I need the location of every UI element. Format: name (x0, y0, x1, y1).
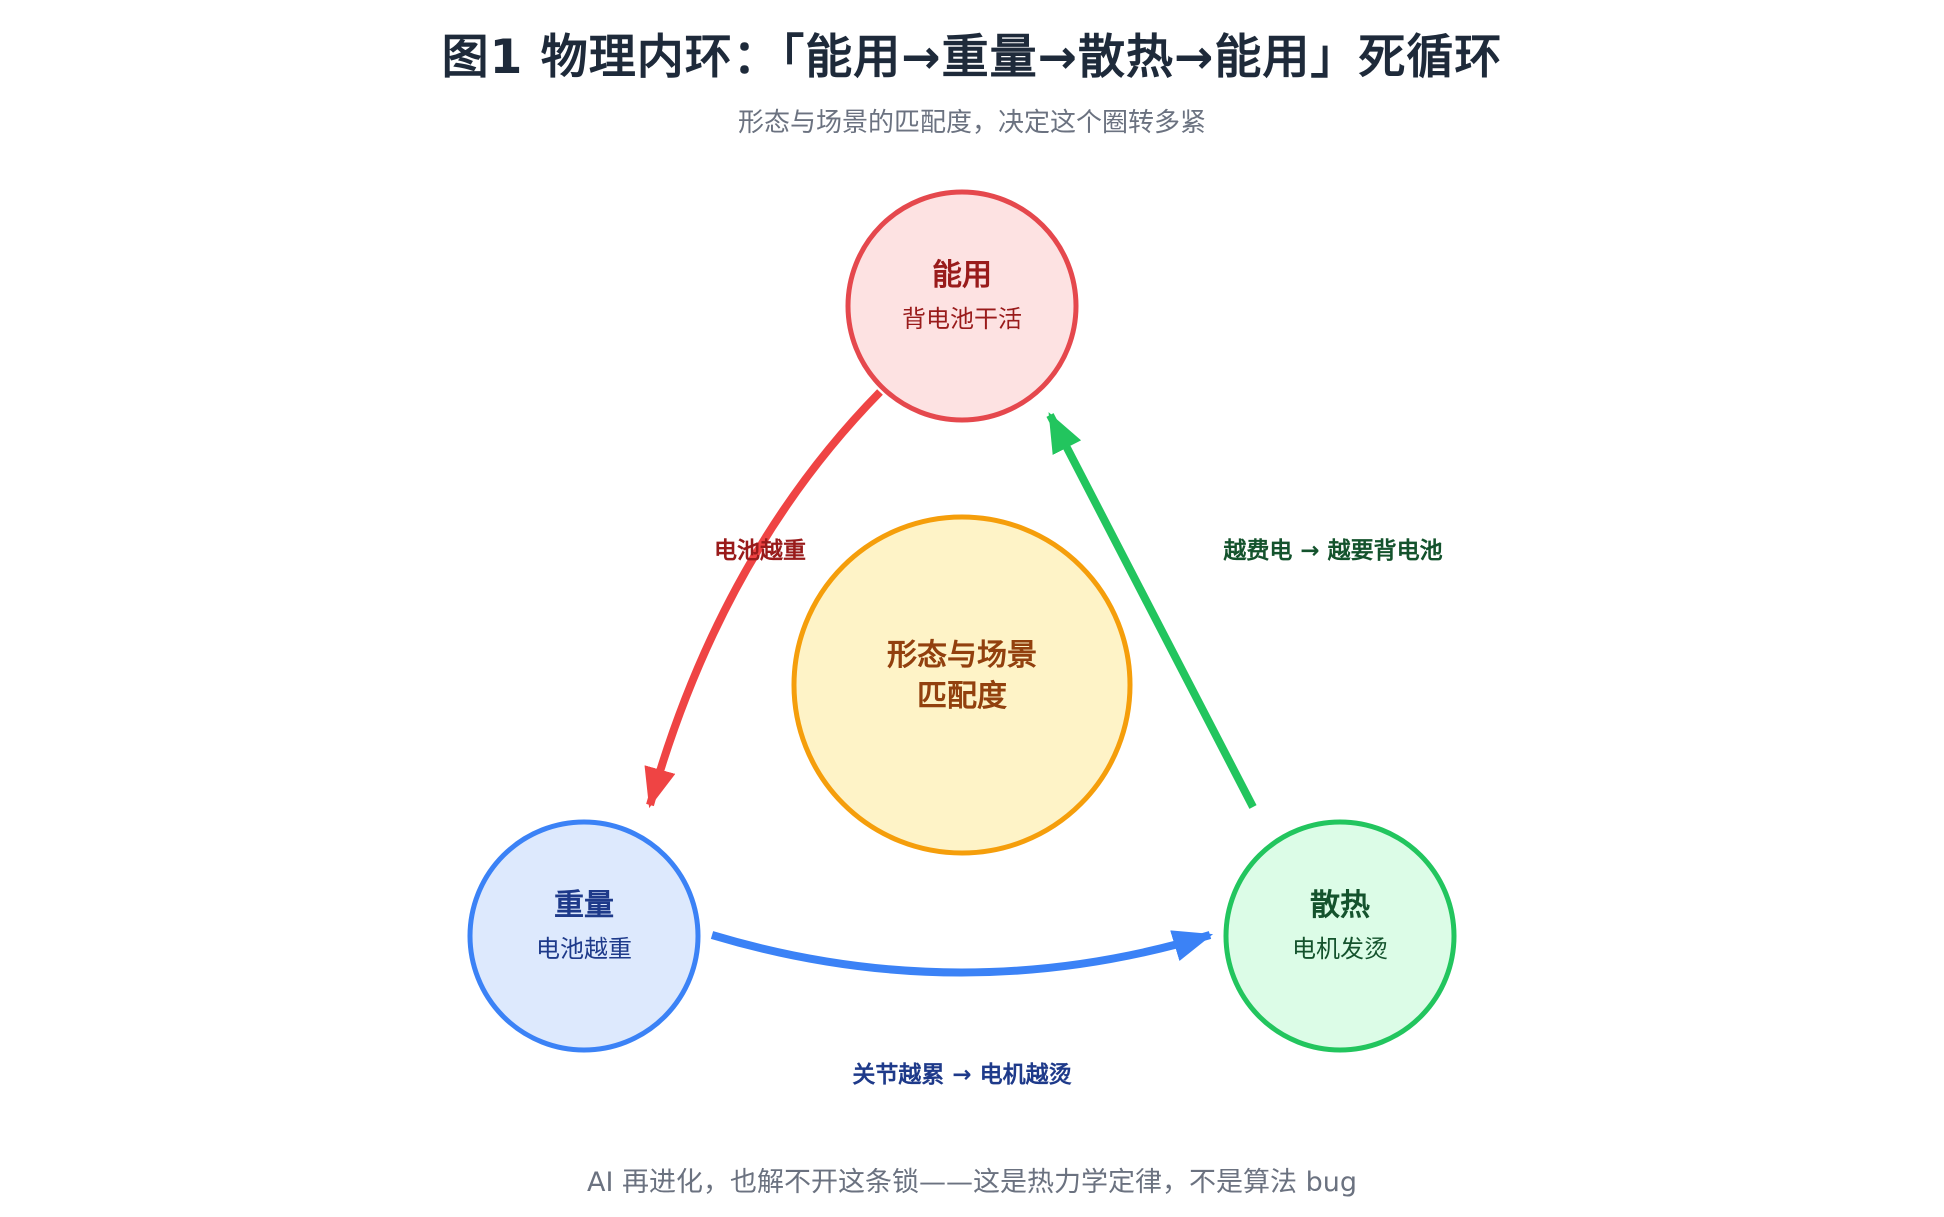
edge-heat-to-usable (1046, 412, 1257, 809)
node-heat-title: 散热 (1310, 888, 1370, 923)
edge-usable-to-weight (644, 389, 883, 809)
node-usable-subtitle: 背电池干活 (902, 305, 1022, 333)
node-weight-subtitle: 电池越重 (536, 935, 632, 963)
node-weight-circle (467, 819, 701, 1053)
node-heat: 散热 电机发烫 (1223, 819, 1457, 1053)
node-heat-circle (1223, 819, 1457, 1053)
edge-weight-to-heat (710, 930, 1214, 977)
footer-note: AI 再进化，也解不开这条锁——这是热力学定律，不是算法 bug (587, 1167, 1357, 1198)
edge-label-weight-to-heat: 关节越累 → 电机越烫 (852, 1061, 1072, 1088)
node-weight: 重量 电池越重 (467, 819, 701, 1053)
center-node: 形态与场景 匹配度 (791, 514, 1133, 856)
node-usable: 能用 背电池干活 (845, 189, 1079, 423)
node-weight-title: 重量 (554, 888, 614, 923)
page-title: 图1 物理内环：「能用→重量→散热→能用」死循环 (441, 30, 1503, 85)
node-heat-subtitle: 电机发烫 (1292, 935, 1388, 963)
node-usable-title: 能用 (932, 258, 992, 293)
center-label-line1: 形态与场景 (887, 638, 1037, 673)
node-usable-circle (845, 189, 1079, 423)
edge-label-heat-to-usable: 越费电 → 越要背电池 (1223, 538, 1442, 564)
page-subtitle: 形态与场景的匹配度，决定这个圈转多紧 (737, 108, 1206, 138)
center-circle (791, 514, 1133, 856)
center-label-line2: 匹配度 (917, 679, 1007, 714)
edge-label-usable-to-weight: 电池越重 (714, 538, 806, 564)
